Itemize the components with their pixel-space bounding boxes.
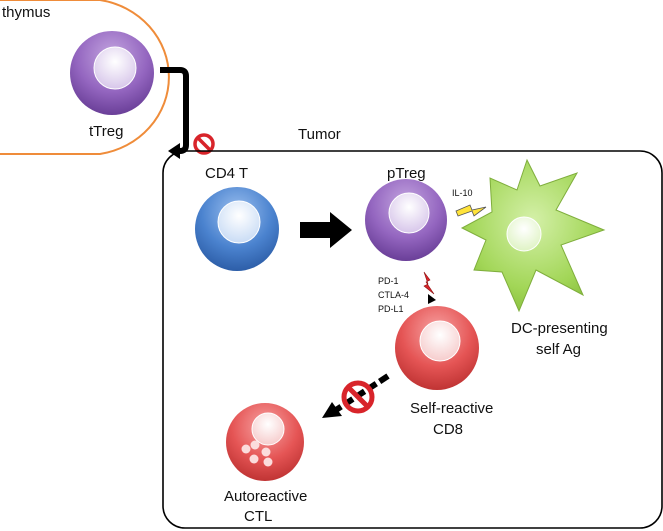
checkpoint-label-ctla4: CTLA-4 — [378, 290, 409, 300]
ttreg-cell — [70, 31, 154, 115]
thymus-label: thymus — [2, 4, 50, 21]
ttreg-label: tTreg — [89, 123, 123, 140]
checkpoint-label-pd1: PD-1 — [378, 276, 399, 286]
il10-lightning-icon — [455, 204, 487, 217]
tumor-region — [162, 150, 663, 529]
il10-label: IL-10 — [452, 188, 473, 198]
granule — [261, 447, 271, 457]
no-sign-icon-ctl — [341, 380, 375, 414]
cd4t-label: CD4 T — [205, 165, 248, 182]
autoreactive-label-line1: Autoreactive — [224, 488, 307, 505]
granule — [249, 454, 259, 464]
self-reactive-label-line2: CD8 — [433, 421, 463, 438]
thymus-region — [0, 0, 170, 155]
self-reactive-cd8-cell — [395, 306, 479, 390]
no-sign-icon — [193, 133, 215, 155]
ptreg-cell — [365, 179, 447, 261]
granule — [250, 440, 260, 450]
autoreactive-ctl-cell — [226, 403, 304, 481]
migration-arrow-icon — [160, 67, 189, 154]
blocked-arrowhead-icon — [322, 402, 342, 418]
conversion-arrow-icon — [300, 212, 352, 248]
cd4-t-cell — [195, 187, 279, 271]
tumor-label: Tumor — [298, 126, 341, 143]
granule — [241, 444, 251, 454]
dc-label-line2: self Ag — [536, 341, 581, 358]
inhibition-lightning-icon — [423, 271, 436, 304]
migration-arrowhead-icon — [168, 143, 180, 159]
autoreactive-label-line2: CTL — [244, 508, 272, 525]
dc-label-line1: DC-presenting — [511, 320, 608, 337]
dc-cell — [460, 158, 606, 313]
granule — [263, 457, 273, 467]
ptreg-label: pTreg — [387, 165, 426, 182]
self-reactive-label-line1: Self-reactive — [410, 400, 493, 417]
checkpoint-label-pdl1: PD-L1 — [378, 304, 404, 314]
